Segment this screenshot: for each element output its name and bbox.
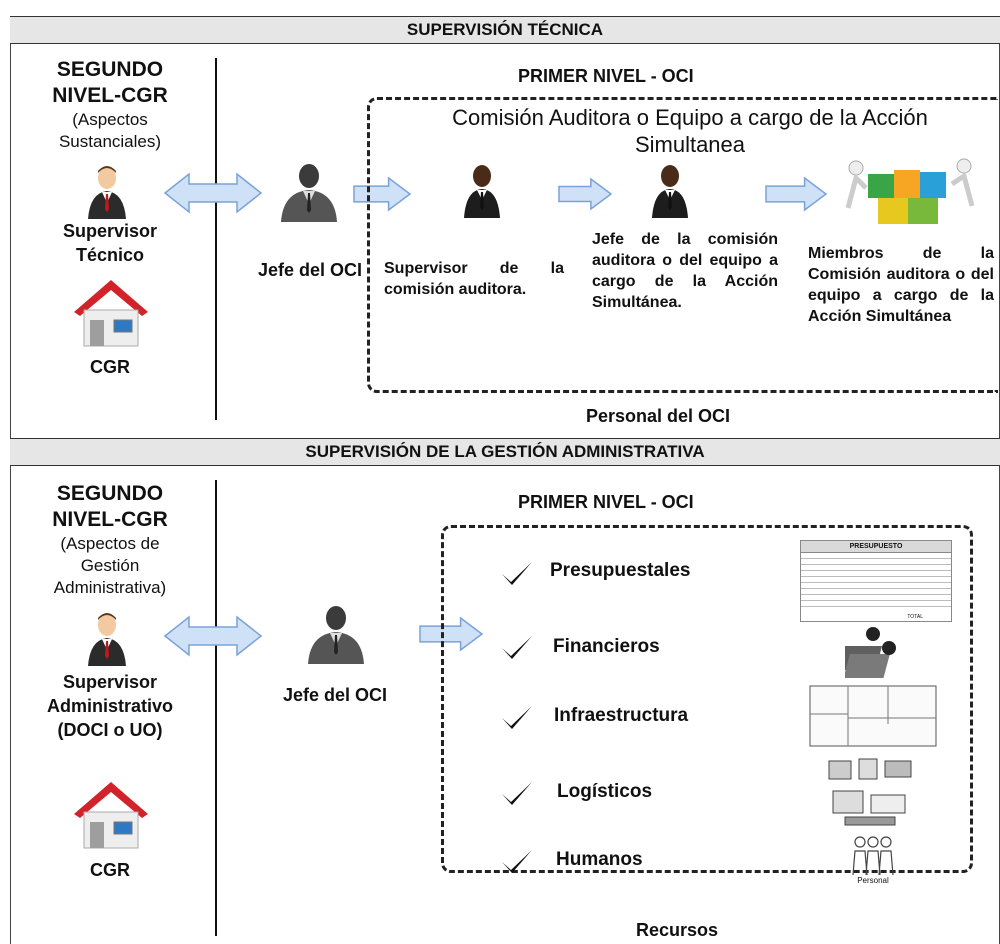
resource-label: Financieros <box>553 636 660 657</box>
top-jefe-oci-label: Jefe del OCI <box>257 260 363 280</box>
check-icon <box>500 560 534 586</box>
resource-label: Humanos <box>556 849 643 870</box>
bottom-role-1: Supervisor <box>62 672 158 692</box>
check-icon <box>500 780 534 806</box>
bottom-second-level-sub-2: Gestión <box>80 556 140 575</box>
supervisor-comision-icon <box>462 162 502 218</box>
jefe-comision-label: Jefe de la comisión auditora o del equip… <box>592 231 778 311</box>
top-cgr-label: CGR <box>90 357 130 377</box>
resource-label: Infraestructura <box>554 705 689 726</box>
commission-title: Comisión Auditora o Equipo a cargo de la… <box>452 105 928 157</box>
resource-label: Logísticos <box>557 781 653 802</box>
check-icon <box>500 704 534 730</box>
bottom-second-level-title-2: NIVEL-CGR <box>52 508 168 531</box>
top-second-level-sub-1: (Aspectos <box>72 110 148 129</box>
top-divider <box>215 58 217 420</box>
check-icon <box>500 848 534 874</box>
bottom-cgr-label: CGR <box>90 860 130 880</box>
supervisor-comision-label: Supervisor de la comisión auditora. <box>384 260 564 298</box>
top-arrow-1-icon <box>352 176 412 212</box>
bottom-second-level: SEGUNDO NIVEL-CGR (Aspectos de Gestión A… <box>20 481 200 599</box>
bottom-role-3: (DOCI o UO) <box>57 720 163 740</box>
bottom-band: SUPERVISIÓN DE LA GESTIÓN ADMINISTRATIVA <box>10 438 1000 466</box>
top-jefe-oci-icon <box>273 160 345 222</box>
check-icon <box>500 634 534 660</box>
bottom-footer: Recursos <box>636 920 719 940</box>
top-band-title: SUPERVISIÓN TÉCNICA <box>406 20 604 39</box>
top-double-arrow-icon <box>163 171 263 215</box>
resources-box <box>441 525 973 873</box>
bottom-supervisor-label: Supervisor Administrativo (DOCI o UO) <box>20 670 200 742</box>
top-role-2: Técnico <box>75 245 145 265</box>
budget-sheet-title: PRESUPUESTO <box>801 541 951 553</box>
bottom-cgr-house-icon <box>72 780 150 850</box>
bottom-supervisor-icon <box>84 610 130 666</box>
bottom-second-level-sub-3: Administrativa) <box>53 578 167 597</box>
jefe-comision-icon <box>650 162 690 218</box>
budget-sheet-icon: PRESUPUESTO TOTAL <box>800 540 952 622</box>
money-stacks-icon <box>845 620 905 680</box>
top-supervisor-icon <box>84 163 130 219</box>
bottom-first-level-title: PRIMER NIVEL - OCI <box>518 492 694 512</box>
miembros-label: Miembros de la Comisión auditora o del e… <box>808 245 994 325</box>
top-supervisor-label: Supervisor Técnico <box>20 219 200 267</box>
bottom-jefe-oci-label: Jefe del OCI <box>282 685 388 705</box>
top-band: SUPERVISIÓN TÉCNICA <box>10 16 1000 44</box>
commission-box <box>367 97 998 393</box>
resource-label: Presupuestales <box>550 560 691 581</box>
top-second-level: SEGUNDO NIVEL-CGR (Aspectos Sustanciales… <box>20 57 200 153</box>
top-first-level-title: PRIMER NIVEL - OCI <box>518 66 694 86</box>
bottom-divider <box>215 480 217 936</box>
floor-plan-icon <box>808 684 938 748</box>
personal-people-icon <box>850 835 896 877</box>
budget-sheet-total: TOTAL <box>907 614 923 620</box>
top-cgr-house-icon <box>72 278 150 348</box>
top-second-level-title-1: SEGUNDO <box>56 58 164 81</box>
top-role-1: Supervisor <box>62 221 158 241</box>
bottom-second-level-title-1: SEGUNDO <box>56 482 164 505</box>
bottom-band-title: SUPERVISIÓN DE LA GESTIÓN ADMINISTRATIVA <box>305 442 705 461</box>
bottom-arrow-icon <box>418 616 484 652</box>
office-equipment-icon <box>825 755 919 829</box>
top-arrow-3-icon <box>764 176 828 212</box>
bottom-jefe-oci-icon <box>300 602 372 664</box>
top-footer: Personal del OCI <box>586 406 731 426</box>
budget-sheet-rows <box>801 553 951 609</box>
top-arrow-2-icon <box>557 177 613 211</box>
bottom-double-arrow-icon <box>163 614 263 658</box>
top-second-level-title-2: NIVEL-CGR <box>52 84 168 107</box>
bottom-second-level-sub-1: (Aspectos de <box>60 534 160 553</box>
puzzle-team-icon <box>838 148 983 233</box>
bottom-role-2: Administrativo <box>46 696 174 716</box>
personal-caption: Personal <box>857 876 889 885</box>
top-second-level-sub-2: Sustanciales) <box>58 132 162 151</box>
